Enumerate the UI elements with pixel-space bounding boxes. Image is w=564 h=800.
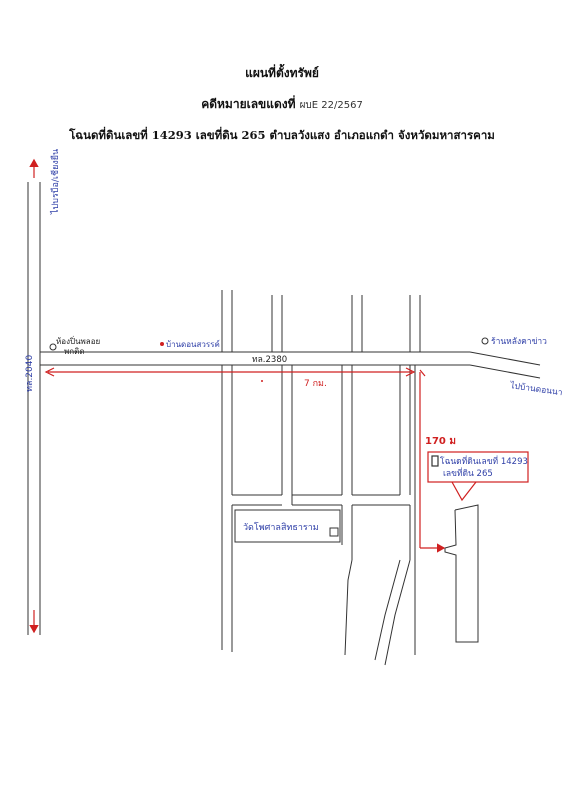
dot-marker	[261, 380, 263, 382]
case-number: ผบE 22/2567	[299, 100, 363, 111]
road-label: ทล.2380	[252, 355, 287, 365]
distance-170m-arrow	[419, 369, 446, 553]
main-road	[40, 351, 541, 379]
north-roads	[221, 290, 421, 352]
highway-label: ทล.2040	[25, 355, 35, 392]
place-left-marker	[49, 343, 57, 351]
parcel-line1: โฉนดที่ดินเลขที่ 14293	[440, 455, 528, 467]
temple-label: วัดโพศาลสิทธาราม	[243, 522, 319, 533]
temple-block	[234, 509, 341, 543]
case-label: คดีหมายเลขแดงที่	[201, 97, 296, 111]
place-mid-label: บ้านดอนสวรรค์	[166, 339, 220, 349]
highway-road	[27, 182, 41, 635]
place-right-marker	[481, 337, 489, 345]
map-title: แผนที่ตั้งทรัพย์	[245, 66, 319, 80]
place-mid-marker	[160, 342, 164, 346]
parcel-callout	[427, 451, 529, 502]
place-left-label: ห้องปิ่นพลอย	[56, 335, 100, 346]
distance-7km-arrow	[44, 367, 416, 377]
distance-170-label: 170 ม	[425, 436, 456, 447]
parcel-line2: เลขที่ดิน 265	[443, 467, 493, 479]
subject-parcel	[444, 504, 479, 643]
deed-line: โฉนดที่ดินเลขที่ 14293 เลขที่ดิน 265 ตำบ…	[69, 128, 495, 142]
place-left-label-2: พกติด	[64, 347, 85, 356]
to-right-label: ไปบ้านดอนนา	[509, 380, 564, 398]
to-north-label: ไปบรบือ/เชียงยืน	[50, 149, 61, 215]
south-roads	[221, 365, 416, 666]
place-right-label: ร้านหลังคาข่าว	[491, 336, 547, 347]
distance-label: 7 กม.	[304, 379, 327, 389]
case-line: คดีหมายเลขแดงที่ผบE 22/2567	[0, 95, 564, 114]
